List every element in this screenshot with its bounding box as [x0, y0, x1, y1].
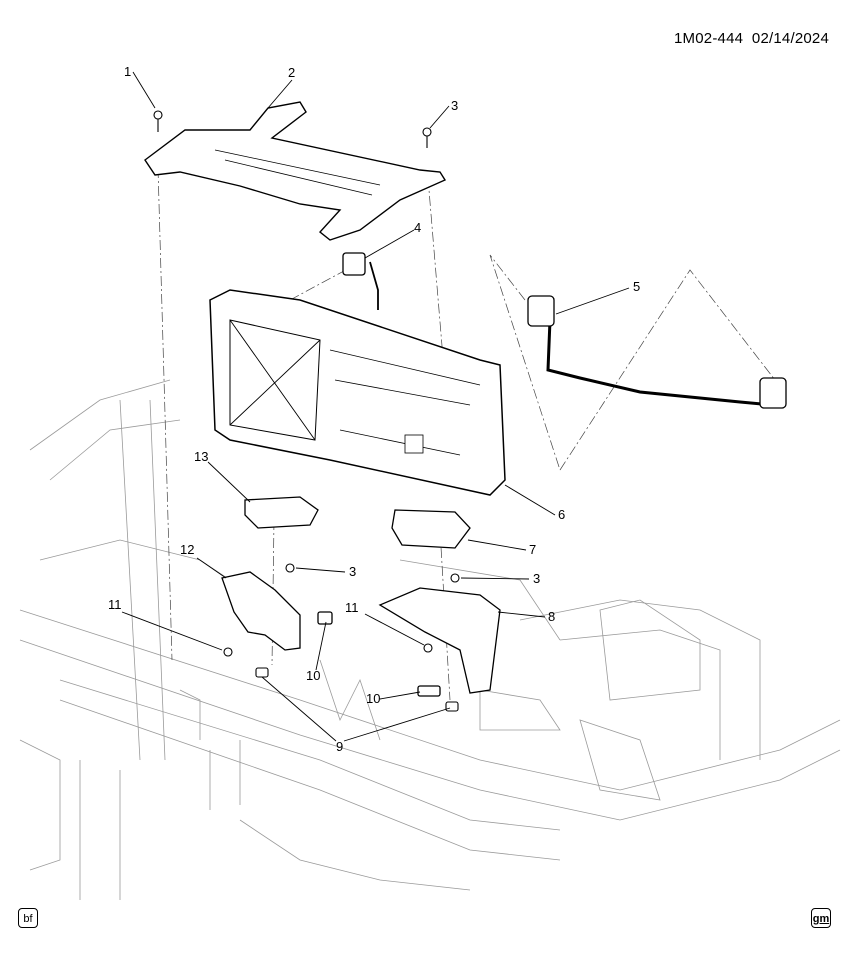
- fasteners: [153, 110, 460, 712]
- callout-4: 4: [414, 220, 421, 235]
- gm-logo-badge: gm: [811, 908, 831, 928]
- wiring-harness: [342, 252, 787, 409]
- callout-3-top: 3: [451, 98, 458, 113]
- callout-11-right: 11: [345, 600, 359, 615]
- diagram-date: 02/14/2024: [751, 30, 829, 47]
- mounting-bracket-top: [144, 101, 447, 241]
- control-module-box: [209, 289, 506, 496]
- callout-leaders: [121, 71, 630, 742]
- rubber-mounts: [244, 496, 471, 549]
- callout-8: 8: [548, 609, 555, 624]
- diagram-reference-header: 1M02-444 02/14/2024: [674, 30, 829, 47]
- callout-9: 9: [336, 739, 343, 754]
- callout-13: 13: [194, 449, 208, 464]
- callout-1: 1: [124, 64, 131, 79]
- callout-labels: 1 2 3 4 5 6 7 3 3 8 9 10 10 11 11 12 13: [108, 64, 640, 754]
- callout-12: 12: [180, 542, 194, 557]
- callout-2: 2: [288, 65, 295, 80]
- corner-label-left: bf: [18, 908, 38, 928]
- lower-brackets: [221, 571, 501, 697]
- callout-6: 6: [558, 507, 565, 522]
- callout-10-right: 10: [366, 691, 380, 706]
- callout-5: 5: [633, 279, 640, 294]
- callout-11-left: 11: [108, 597, 122, 612]
- callout-3-right: 3: [533, 571, 540, 586]
- diagram-ref-code: 1M02-444: [674, 30, 744, 47]
- callout-7: 7: [529, 542, 536, 557]
- callout-10-left: 10: [306, 668, 320, 683]
- vehicle-frame-background: [19, 379, 841, 900]
- callout-3-left: 3: [349, 564, 356, 579]
